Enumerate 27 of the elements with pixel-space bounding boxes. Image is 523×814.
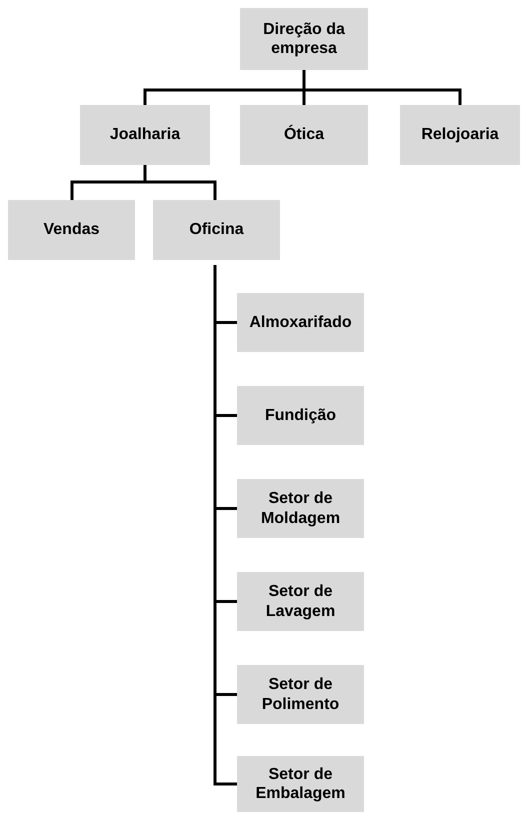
org-box	[400, 105, 520, 165]
unit-label: Setor de Polimento	[260, 675, 340, 714]
connector-line	[144, 165, 216, 200]
unit-label: Setor de Embalagem	[254, 764, 346, 804]
org-box	[237, 479, 364, 538]
org-box	[237, 293, 364, 352]
connector-line	[302, 70, 462, 105]
org-box	[240, 105, 368, 165]
org-box	[237, 386, 364, 445]
unit-label: Setor de Lavagem	[264, 582, 336, 621]
unit-label: Direção da empresa	[262, 20, 346, 58]
org-box	[237, 756, 364, 812]
unit-label: Ótica	[284, 125, 324, 145]
connector-line	[214, 265, 237, 786]
org-box	[153, 200, 280, 260]
org-box	[8, 200, 135, 260]
org-box	[237, 665, 364, 724]
unit-label: Oficina	[189, 220, 244, 240]
org-box	[80, 105, 210, 165]
unit-label: Vendas	[43, 220, 100, 240]
unit-label: Setor de Moldagem	[260, 489, 342, 528]
unit-label: Fundição	[264, 406, 336, 426]
unit-label: Almoxarifado	[249, 312, 352, 332]
org-box	[240, 8, 368, 70]
org-box	[237, 572, 364, 631]
unit-label: Relojoaria	[421, 125, 499, 145]
unit-label: Joalharia	[110, 125, 180, 145]
